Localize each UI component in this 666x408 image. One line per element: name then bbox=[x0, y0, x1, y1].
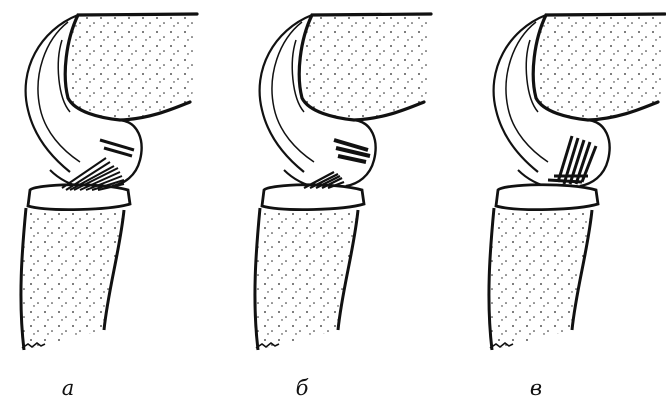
ligament-c bbox=[548, 136, 596, 184]
panel-label-c: в bbox=[516, 376, 556, 400]
panel-c bbox=[489, 14, 666, 350]
panel-label-b: б bbox=[282, 376, 322, 400]
panel-b bbox=[255, 14, 432, 350]
panel-a bbox=[21, 14, 198, 350]
panel-label-a: а bbox=[48, 376, 88, 400]
